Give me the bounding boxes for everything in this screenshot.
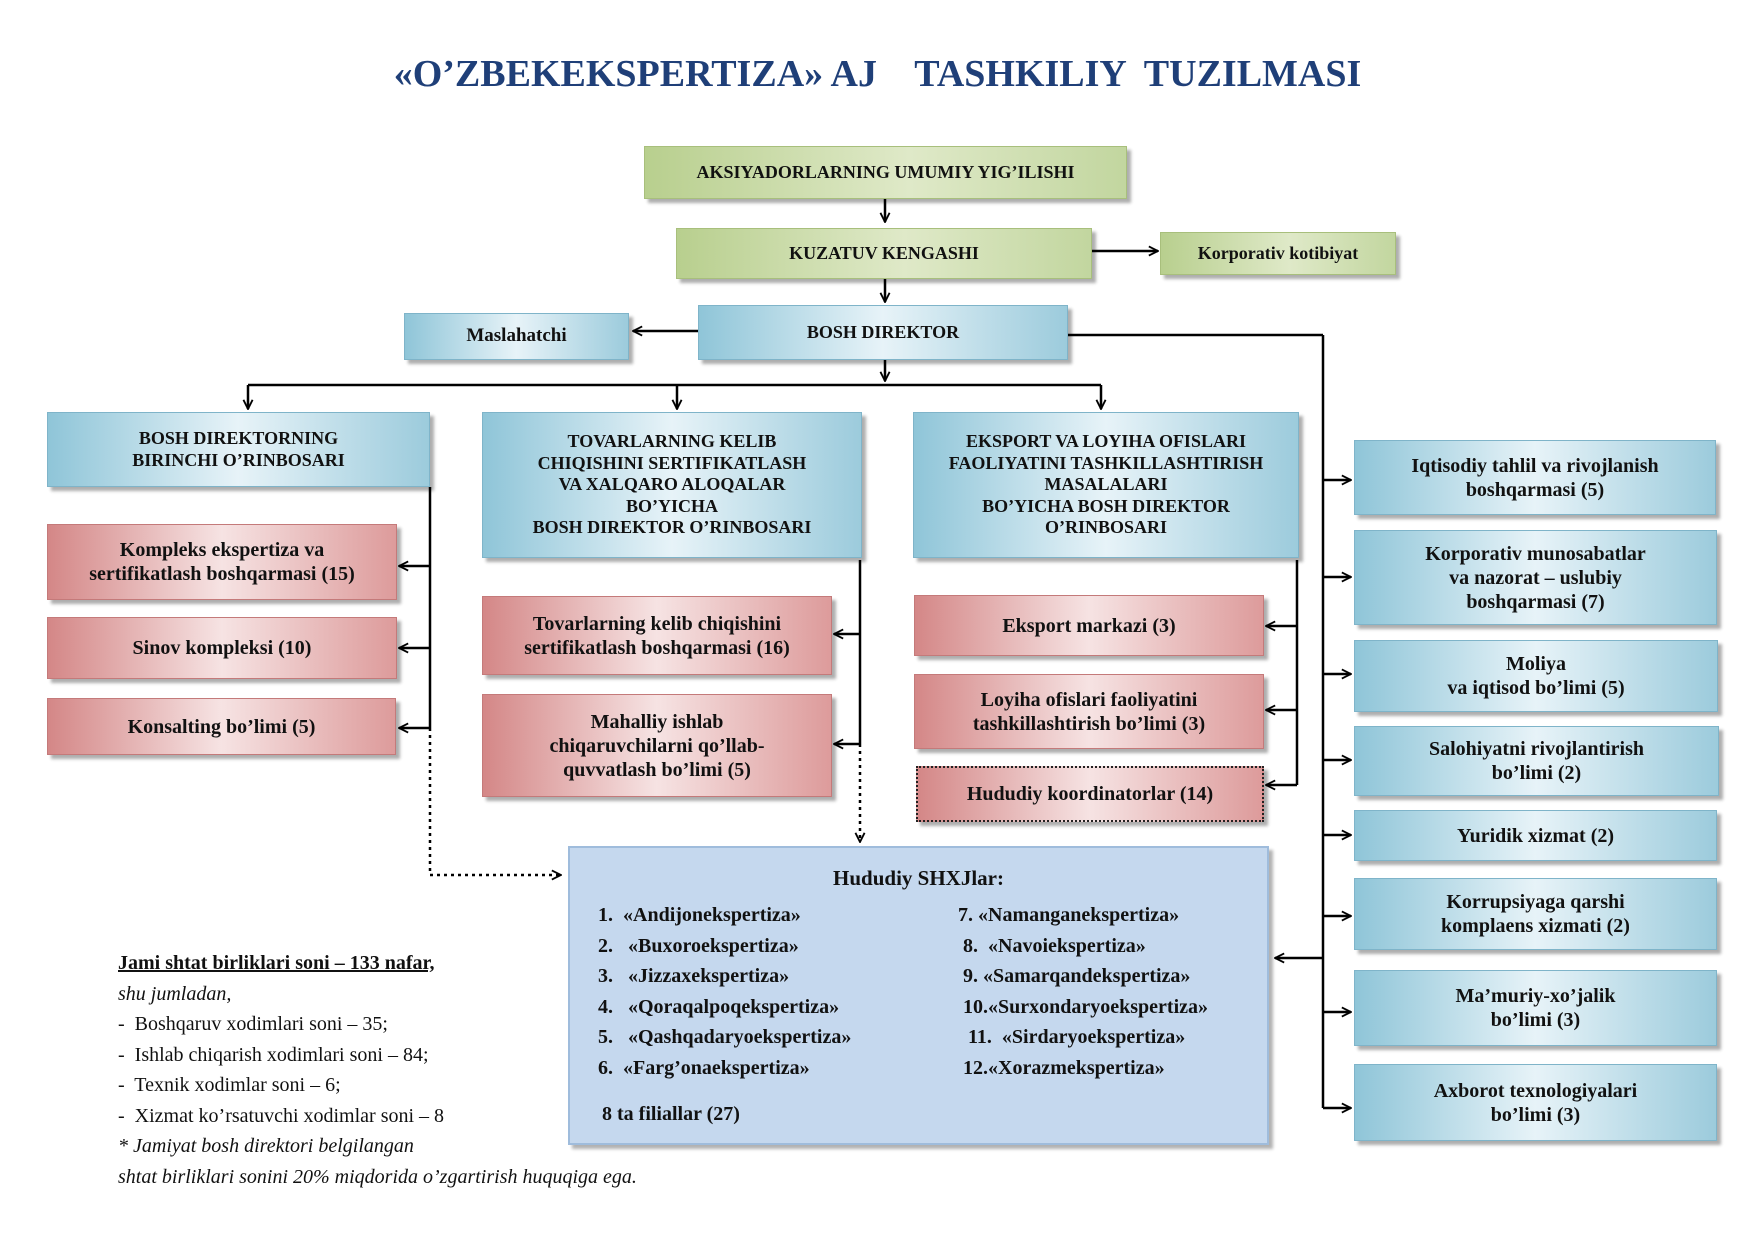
branch-item: 2. «Buxoroekspertiza» (598, 934, 799, 957)
footnote-line: shtat birliklari sonini 20% miqdorida o’… (118, 1165, 637, 1188)
regional-branches-list-right: 7. «Namanganekspertiza» 8. «Navoiekspert… (958, 900, 1208, 1083)
cert-deputy-box: TOVARLARNING KELIB CHIQISHINI SERTIFIKAT… (482, 412, 862, 558)
supervisory-board-box: KUZATUV KENGASHI (676, 228, 1092, 279)
export-unit-box: Loyiha ofislari faoliyatini tashkillasht… (914, 674, 1264, 749)
export-deputy-box: EKSPORT VA LOYIHA OFISLARI FAOLIYATINI T… (913, 412, 1299, 558)
right-unit-box: Salohiyatni rivojlantirish bo’limi (2) (1354, 726, 1719, 796)
regional-branches-list-left: 1. «Andijonekspertiza» 2. «Buxoroekspert… (598, 900, 851, 1083)
staff-including: shu jumladan, (118, 982, 232, 1005)
branch-item: 4. «Qoraqalpoqekspertiza» (598, 995, 840, 1018)
right-unit-box: Axborot texnologiyalari bo’limi (3) (1354, 1064, 1717, 1141)
left-unit-box: Sinov kompleksi (10) (47, 617, 397, 679)
corporate-secretariat-box: Korporativ kotibiyat (1160, 232, 1396, 275)
staff-item: - Xizmat ko’rsatuvchi xodimlar soni – 8 (118, 1104, 445, 1127)
branch-item: 7. «Namanganekspertiza» (958, 904, 1180, 926)
branch-item: 9. «Samarqandekspertiza» (958, 965, 1191, 987)
staff-item: - Ishlab chiqarish xodimlari soni – 84; (118, 1043, 429, 1066)
left-unit-box: Kompleks ekspertiza va sertifikatlash bo… (47, 524, 397, 600)
right-unit-box: Yuridik xizmat (2) (1354, 810, 1717, 861)
branch-item: 6. «Farg’onaekspertiza» (598, 1056, 810, 1079)
branch-item: 5. «Qashqadaryoekspertiza» (598, 1026, 852, 1048)
regional-branches-box: Hududiy SHXJlar: 1. «Andijonekspertiza» … (568, 846, 1269, 1145)
chart-title: «O’ZBEKEKSPERTIZA» AJ TASHKILIY TUZILMAS… (393, 53, 1362, 95)
branch-item: 11. «Sirdaryoekspertiza» (958, 1026, 1186, 1048)
branch-item: 10.«Surxondaryoekspertiza» (958, 995, 1208, 1018)
branch-item: 12.«Xorazmekspertiza» (958, 1056, 1165, 1079)
right-unit-box: Moliya va iqtisod bo’limi (5) (1354, 640, 1718, 712)
ceo-box: BOSH DIREKTOR (698, 305, 1068, 360)
staff-item: - Boshqaruv xodimlari soni – 35; (118, 1013, 388, 1035)
right-unit-box: Korrupsiyaga qarshi komplaens xizmati (2… (1354, 878, 1717, 950)
export-unit-box: Eksport markazi (3) (914, 595, 1264, 656)
regional-branches-title: Hududiy SHXJlar: (833, 866, 1004, 890)
shareholders-assembly-box: AKSIYADORLARNING UMUMIY YIG’ILISHI (644, 146, 1127, 199)
right-unit-box: Iqtisodiy tahlil va rivojlanish boshqarm… (1354, 440, 1716, 515)
advisor-box: Maslahatchi (404, 313, 629, 360)
footnote-line: * Jamiyat bosh direktori belgilangan (118, 1135, 414, 1157)
first-deputy-box: BOSH DIREKTORNING BIRINCHI O’RINBOSARI (47, 412, 430, 487)
branches-count: 8 ta filiallar (27) (602, 1103, 740, 1125)
staff-item: - Texnik xodimlar soni – 6; (118, 1074, 341, 1096)
left-unit-box: Konsalting bo’limi (5) (47, 698, 396, 755)
right-unit-box: Korporativ munosabatlar va nazorat – usl… (1354, 530, 1717, 625)
branch-item: 1. «Andijonekspertiza» (598, 904, 801, 926)
staff-notes: Jami shtat birliklari soni – 133 nafar, … (118, 948, 637, 1192)
branch-item: 3. «Jizzaxekspertiza» (598, 965, 790, 987)
regional-coordinators-box: Hududiy koordinatorlar (14) (916, 766, 1264, 822)
branch-item: 8. «Navoiekspertiza» (958, 934, 1146, 957)
mid-unit-box: Mahalliy ishlab chiqaruvchilarni qo’llab… (482, 694, 832, 797)
staff-total: Jami shtat birliklari soni – 133 nafar, (118, 952, 435, 974)
right-unit-box: Ma’muriy-xo’jalik bo’limi (3) (1354, 970, 1717, 1046)
mid-unit-box: Tovarlarning kelib chiqishini sertifikat… (482, 596, 832, 675)
